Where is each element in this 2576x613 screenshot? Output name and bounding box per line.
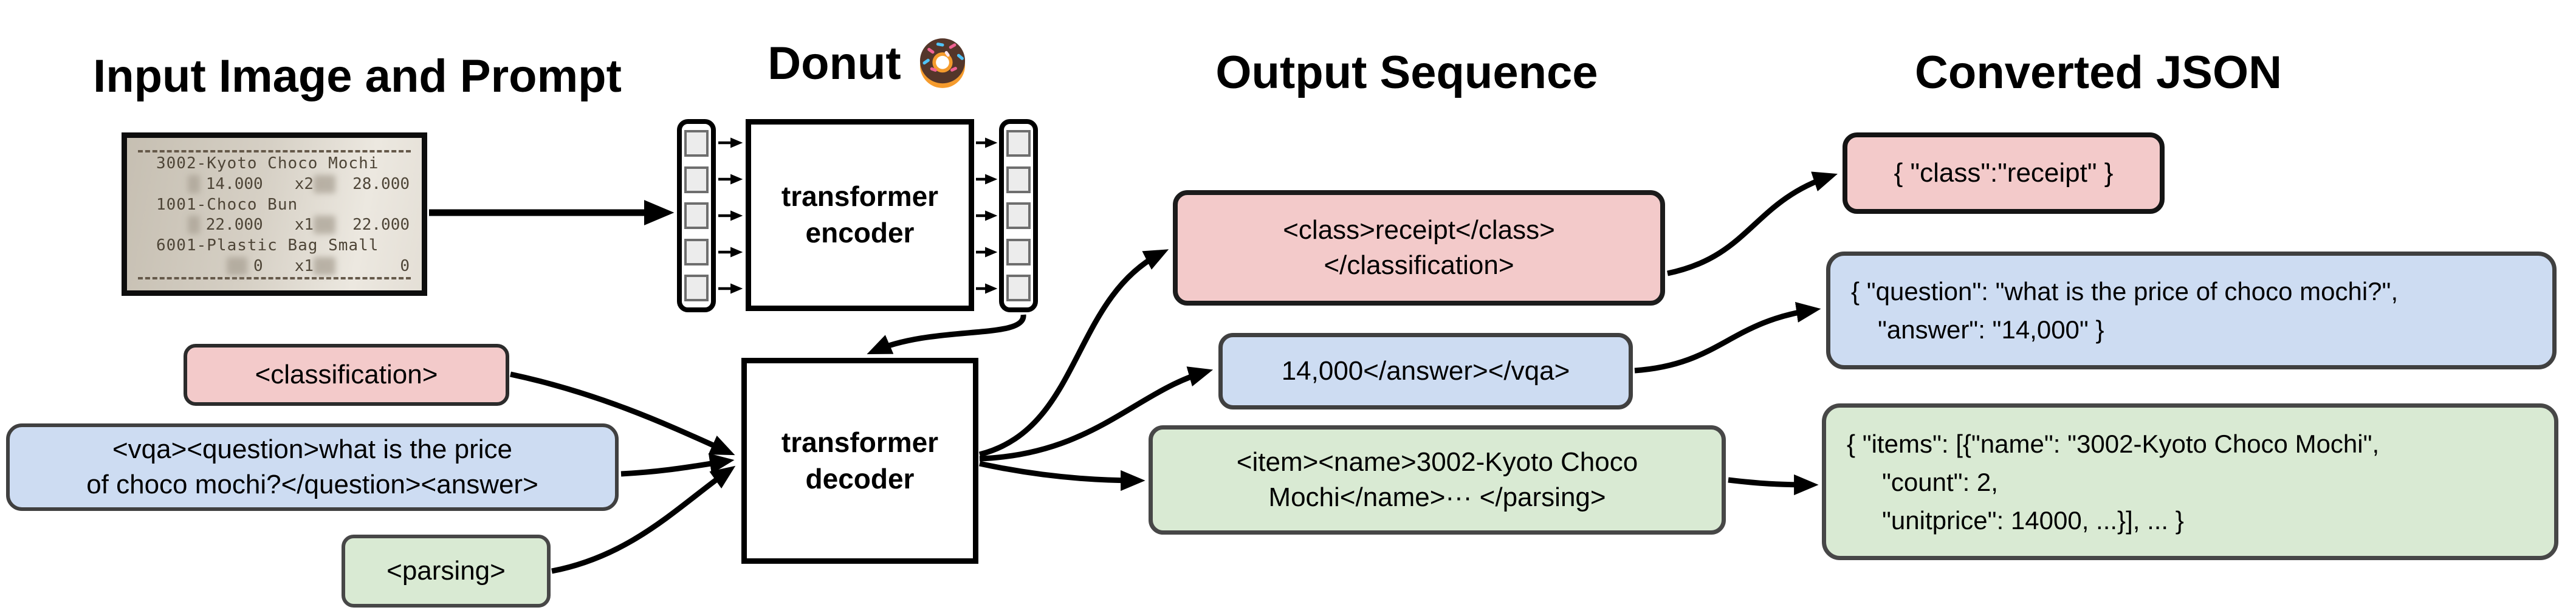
embedding-token [1006, 130, 1031, 157]
embedding-token [1006, 275, 1031, 301]
redaction-blur [188, 216, 200, 235]
arrow-decoder-to-parsing [979, 461, 1145, 491]
image-patch [684, 166, 709, 193]
prompt-classification: <classification> [184, 344, 509, 406]
receipt-line: 0 x1 0 [136, 256, 413, 276]
receipt-line: 3002-Kyoto Choco Mochi [156, 154, 379, 173]
output-classification: <class>receipt</class> </classification> [1173, 190, 1665, 306]
json-parsing: { "items": [{"name": "3002-Kyoto Choco M… [1822, 403, 2558, 560]
receipt-dashed-line [138, 150, 411, 152]
arrow-vqa-to-json [1634, 302, 1821, 374]
redaction-blur [314, 174, 335, 193]
embedding-token [1006, 166, 1031, 193]
donut-icon [915, 35, 970, 91]
prompt-vqa: <vqa><question>what is the price of choc… [6, 423, 619, 511]
encoder-output-column [999, 119, 1038, 312]
image-patch [684, 130, 709, 157]
arrow-classification-to-json [1667, 171, 1838, 276]
receipt-line: 14.000 x2 28.000 [136, 174, 413, 194]
arrow-encoder-to-decoder [867, 314, 1026, 354]
receipt-dashed-line [138, 276, 411, 279]
transformer-decoder-box: transformer decoder [741, 358, 978, 564]
json-section-title: Converted JSON [1915, 47, 2282, 98]
receipt-line: 22.000 x1 22.000 [136, 215, 413, 235]
model-section-title: Donut [735, 35, 1003, 91]
arrow-vqa-prompt [620, 453, 735, 477]
input-section-title: Input Image and Prompt [93, 50, 622, 102]
image-patch [684, 275, 709, 301]
prompt-parsing: <parsing> [342, 535, 551, 608]
transformer-encoder-box: transformer encoder [746, 119, 974, 311]
json-classification: { "class":"receipt" } [1843, 132, 2165, 214]
receipt-line: 6001-Plastic Bag Small [156, 236, 379, 255]
output-section-title: Output Sequence [1215, 47, 1598, 98]
json-vqa: { "question": "what is the price of choc… [1826, 252, 2557, 369]
arrows-encoder-to-embeddings [976, 137, 998, 294]
image-patch [684, 238, 709, 265]
receipt-image: 3002-Kyoto Choco Mochi 14.000 x2 28.000 … [122, 132, 427, 296]
embedding-token [1006, 238, 1031, 265]
embedding-token [1006, 202, 1031, 229]
output-vqa: 14,000</answer></vqa> [1218, 333, 1633, 409]
redaction-blur [227, 257, 248, 276]
redaction-blur [314, 257, 335, 276]
arrow-parsing-to-json [1728, 474, 1819, 496]
output-parsing: <item><name>3002-Kyoto Choco Mochi</name… [1149, 425, 1726, 535]
image-patch [684, 202, 709, 229]
input-patch-column [677, 119, 716, 312]
model-title-label: Donut [768, 37, 901, 89]
receipt-line: 1001-Choco Bun [156, 195, 298, 214]
arrows-patches-to-encoder [718, 137, 743, 294]
redaction-blur [188, 174, 200, 193]
redaction-blur [314, 216, 335, 235]
